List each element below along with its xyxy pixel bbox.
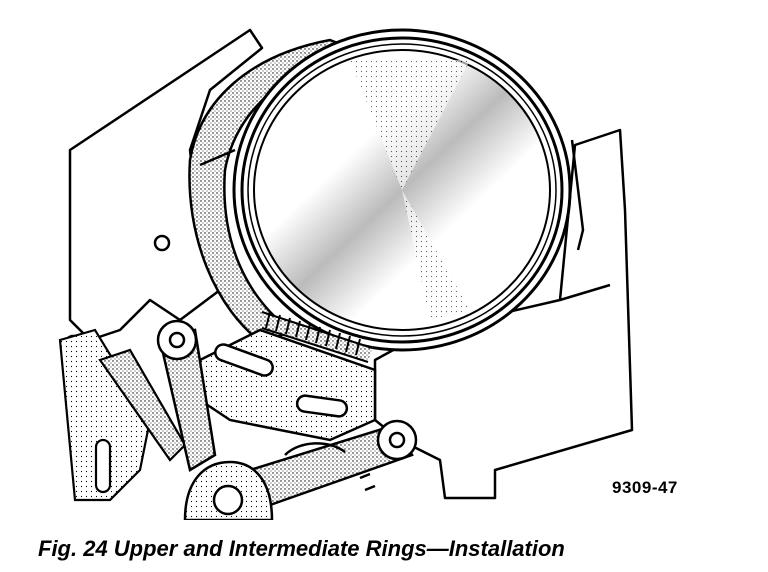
ring-compressor-band [188, 38, 359, 347]
left-lever-arm [156, 319, 217, 472]
lower-left-guide [58, 328, 187, 502]
center-mechanism [198, 328, 377, 442]
handle-arm [248, 419, 418, 507]
piston-ring-coil [259, 311, 373, 363]
fixture-hole-upper [153, 234, 171, 252]
figure-caption: Fig. 24 Upper and Intermediate Rings—Ins… [38, 536, 565, 561]
piston-crown [232, 28, 572, 352]
ring-installation-illustration [58, 28, 634, 520]
pivot-disc [183, 442, 376, 520]
part-number-label: 9309-47 [612, 478, 678, 497]
